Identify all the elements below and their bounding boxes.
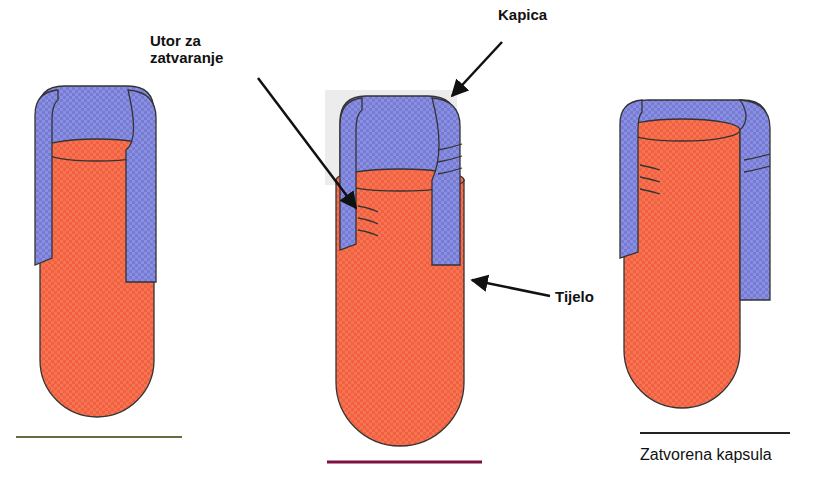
part-label: Kapica <box>498 6 547 23</box>
open-capsule <box>35 86 156 417</box>
base-line <box>327 461 482 464</box>
part-label: Tijelo <box>555 288 594 305</box>
capsule-with-groove <box>325 90 464 446</box>
base-line <box>640 432 790 434</box>
base-line <box>16 436 182 438</box>
leader-arrow <box>472 280 550 296</box>
leader-arrow <box>452 42 502 96</box>
part-label: Utor za zatvaranje <box>150 32 260 67</box>
leader-arrow <box>258 78 356 208</box>
caption-label: Zatvorena kapsula <box>640 446 772 464</box>
closed-capsule <box>620 100 770 408</box>
